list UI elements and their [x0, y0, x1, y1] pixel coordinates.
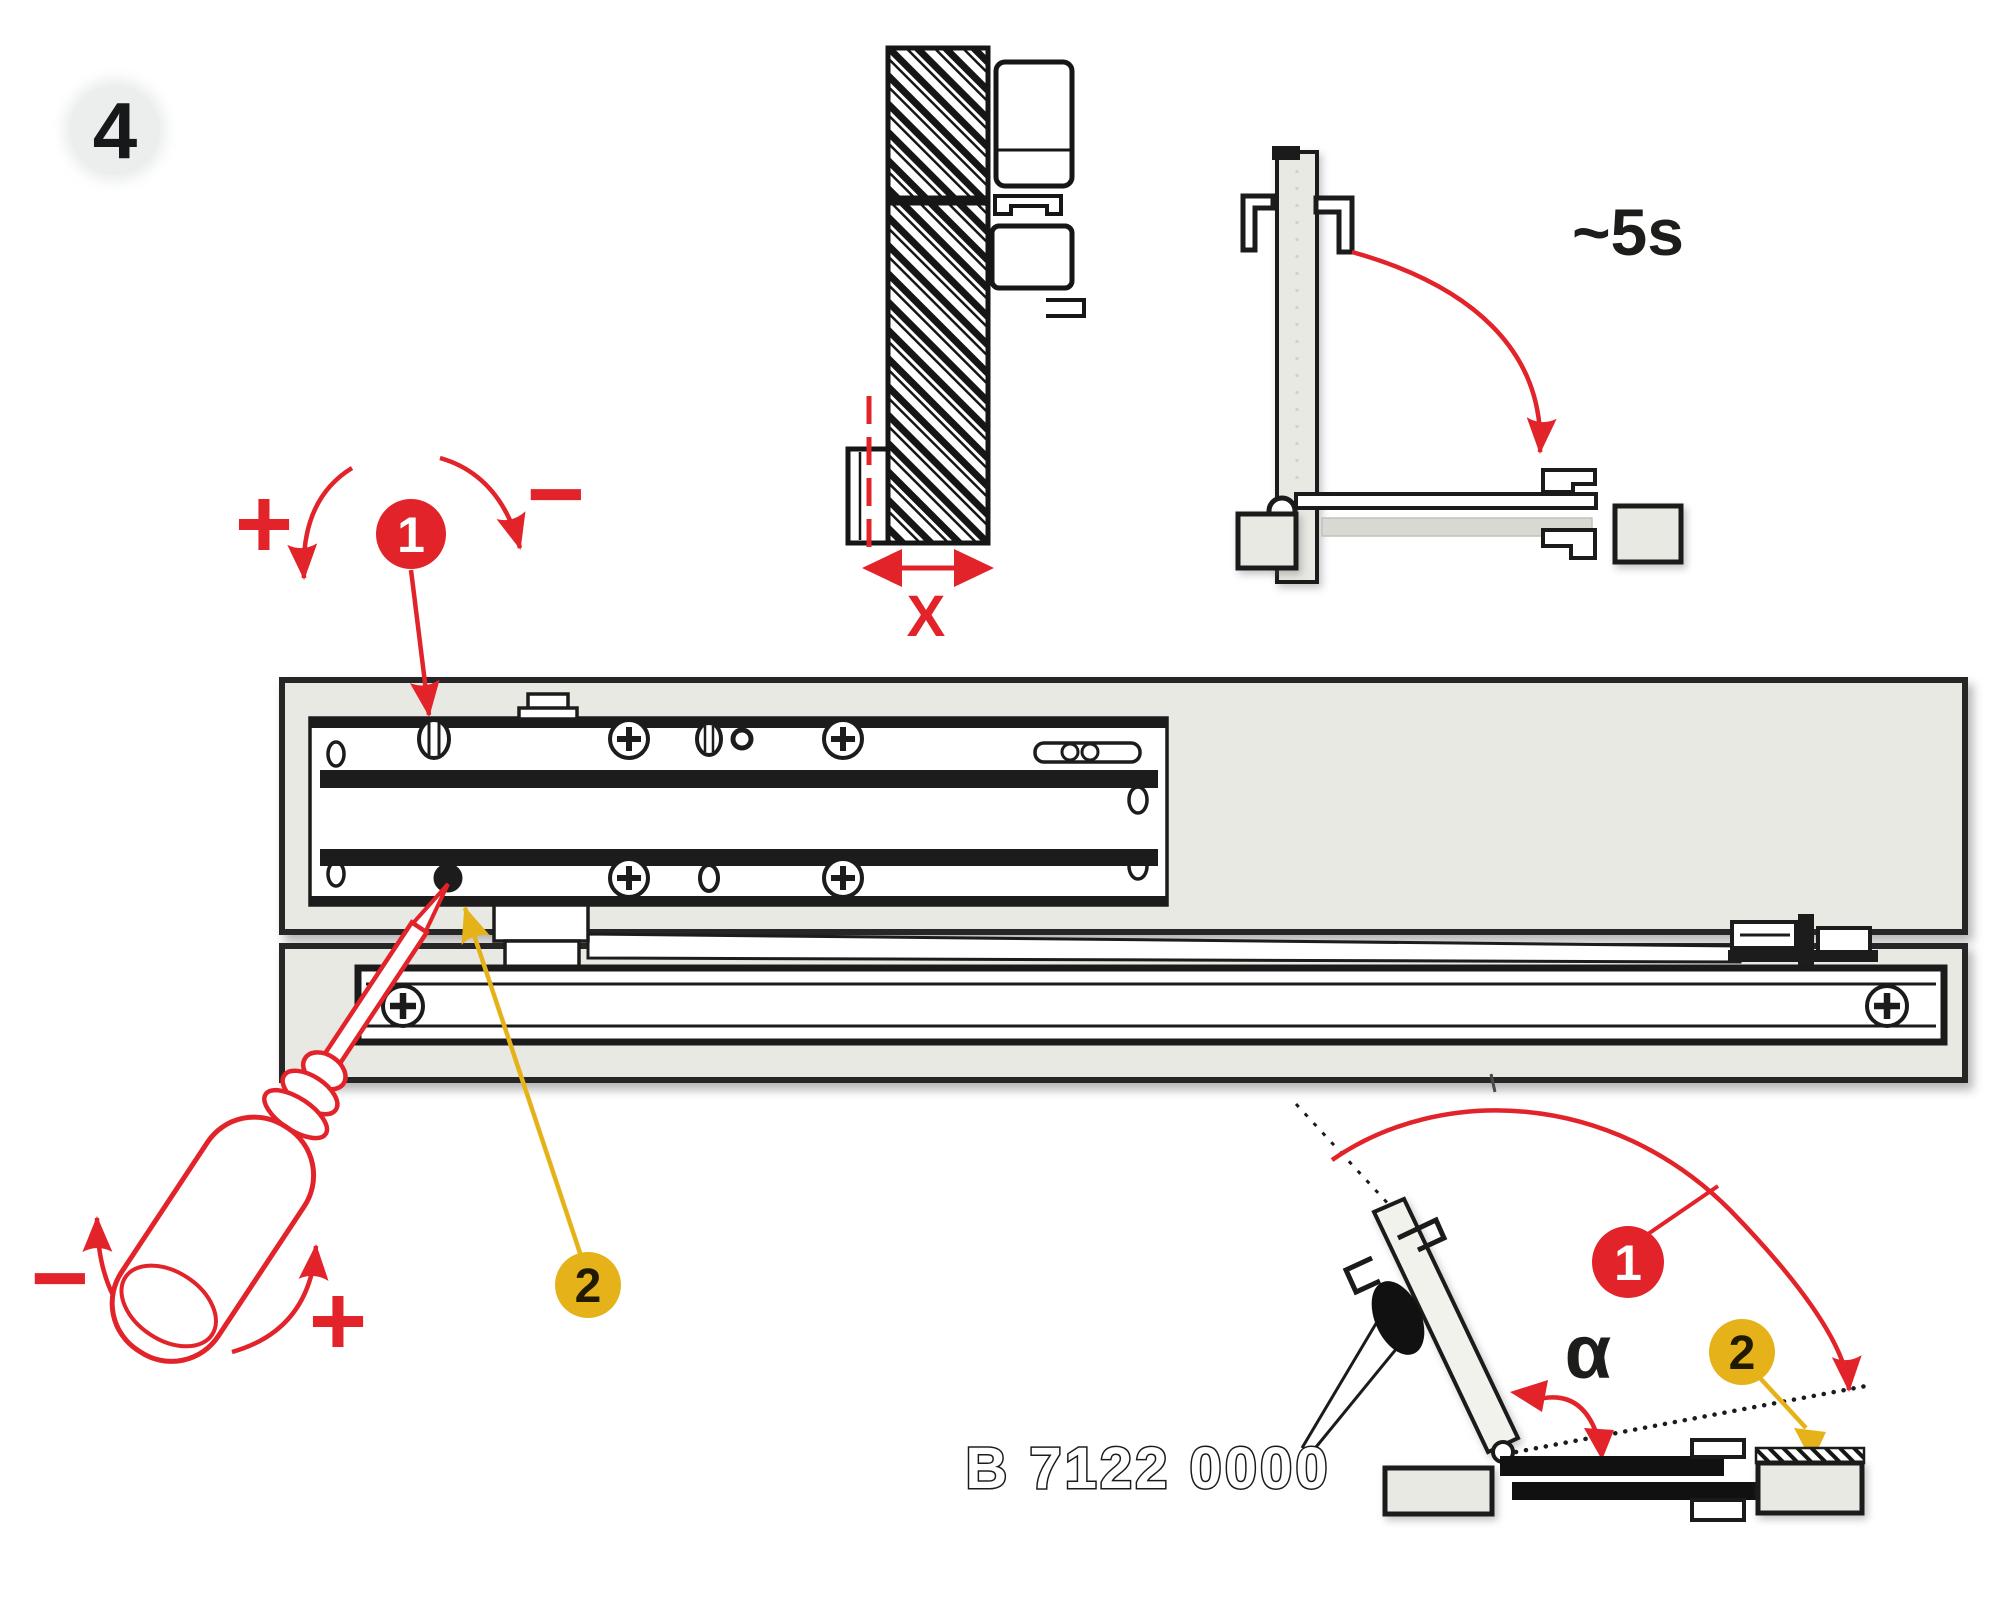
slide-rail [308, 692, 1169, 907]
callout-1-leader [408, 569, 440, 717]
closer-arm [586, 932, 1742, 964]
latch-bracket [1690, 1438, 1746, 1459]
arm-line [1300, 1299, 1392, 1449]
latch-bracket [1690, 1498, 1746, 1522]
leaf-rail-profile [1342, 1216, 1448, 1296]
guide-rail [354, 964, 1948, 1046]
speed-adjust-cluster: + − 1 [235, 438, 585, 717]
frame-cross-section: X [845, 45, 1086, 649]
arrow-right-icon [954, 549, 994, 587]
rotate-cw-arrow [231, 1244, 329, 1355]
screwdriver [109, 882, 450, 1364]
open-position-line [1294, 1102, 1394, 1210]
frame-brackets [1240, 193, 1355, 255]
minus-label: − [527, 438, 585, 550]
angle-label: α [1565, 1310, 1612, 1395]
callout-2-leader [1758, 1376, 1808, 1430]
latch-valve-hole [433, 863, 463, 893]
pivot-body [1371, 1281, 1425, 1355]
speed-callout-badge [376, 499, 446, 569]
plus-label: + [235, 468, 293, 580]
arm-line [1310, 1331, 1412, 1453]
angle-arrow-left-icon [1510, 1380, 1548, 1412]
close-time-label: ~5s [1572, 195, 1684, 269]
arrow-left-icon [862, 549, 902, 587]
swing-arrow [1330, 1108, 1862, 1392]
screwdriver-handle-cap [119, 1263, 218, 1349]
closer-body-section [989, 59, 1086, 318]
tilted-door-leaf [1371, 1196, 1521, 1455]
step-badge: 4 [63, 78, 167, 182]
ghost-door-leaf [1321, 517, 1593, 537]
latch-callout-badge [555, 1252, 621, 1318]
right-wall-block [1755, 1460, 1865, 1516]
speed-callout-number: 1 [397, 507, 425, 563]
arc-apex-tick [1489, 1073, 1497, 1093]
yellow-arrow-down-icon [1794, 1428, 1826, 1462]
left-wall-block [1382, 1465, 1495, 1517]
latch-callout-badge [1709, 1319, 1775, 1385]
plus-label: + [309, 1265, 367, 1377]
left-wall-block [1235, 511, 1299, 571]
step-number: 4 [93, 86, 138, 175]
speed-callout-badge [1592, 1226, 1664, 1298]
rail-screws [381, 984, 1909, 1028]
part-number: B 7122 0000 [965, 1436, 1330, 1501]
wall-section-upper [885, 45, 991, 201]
closed-leaf-bar [1500, 1456, 1724, 1476]
speed-callout-number: 1 [1614, 1235, 1642, 1291]
callout-1-leader [1646, 1184, 1720, 1236]
rotate-ccw-arrow [287, 466, 354, 580]
latch-adjust-cluster: − + 2 [31, 882, 621, 1377]
closer-assembly [279, 677, 1968, 1083]
closed-door-leaf [1294, 492, 1598, 510]
gap-label: X [907, 584, 946, 649]
right-wall-block [1612, 503, 1684, 565]
rotate-cw-arrow [439, 455, 526, 550]
leaf-top-cap [1272, 146, 1300, 160]
gap-dimension-arrow [862, 549, 994, 587]
latch-callout-number: 2 [1729, 1327, 1756, 1380]
minus-label: − [31, 1222, 89, 1334]
latch-angle-diagram: α 1 2 B 7122 0000 [964, 1073, 1869, 1522]
door-swing-diagram: ~5s [1235, 146, 1684, 584]
latch-callout-number: 2 [575, 1260, 602, 1313]
angle-arrow-down-icon [1584, 1428, 1614, 1460]
callout-2-leader [461, 906, 584, 1257]
lower-screw-row [433, 857, 864, 899]
screwdriver-handle [109, 1114, 317, 1364]
wall-section-lower [885, 200, 991, 546]
latch-profiles [1541, 468, 1597, 560]
rail-end-holes [326, 740, 1149, 888]
upper-screw-row [417, 718, 1142, 764]
speed-valve-screw [417, 718, 451, 760]
valve-knob [517, 692, 579, 721]
step-badge-circle [70, 85, 160, 175]
rail-bar [1512, 1482, 1756, 1500]
close-swing-arrow [1351, 249, 1557, 454]
closed-door-plan [1235, 468, 1684, 571]
closed-door-hardware [1382, 1438, 1866, 1522]
latch-zone-line [1513, 1383, 1869, 1455]
